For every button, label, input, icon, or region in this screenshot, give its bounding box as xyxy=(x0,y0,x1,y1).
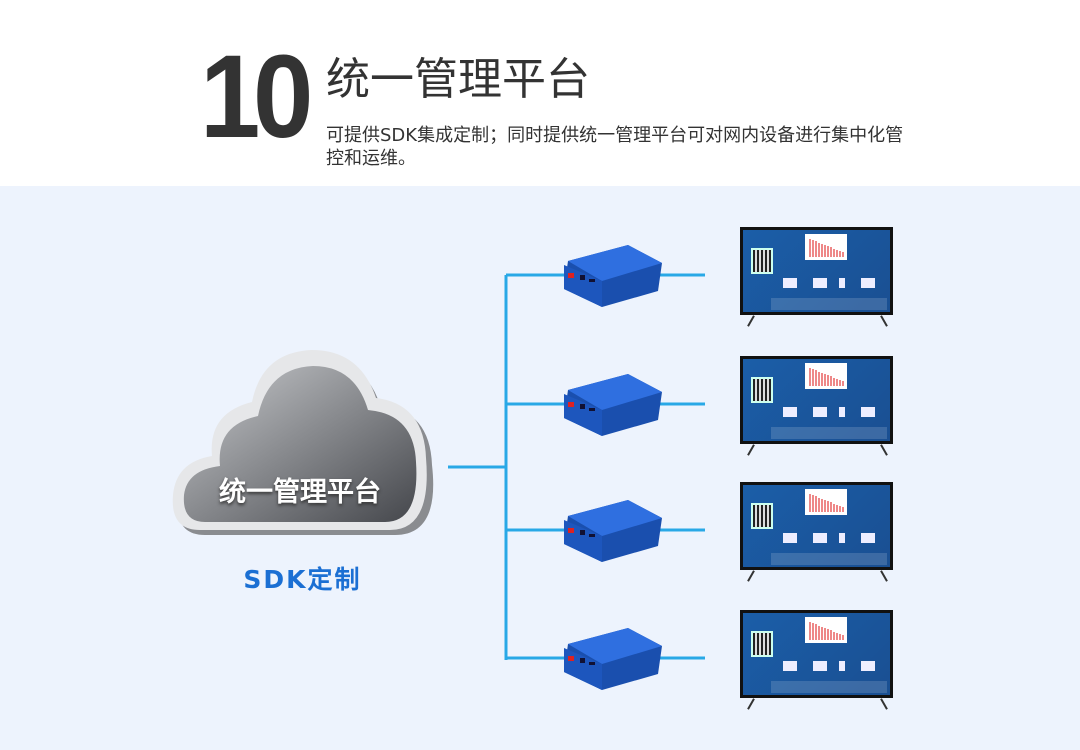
media-box-device xyxy=(558,370,666,440)
tv-screen xyxy=(740,610,893,698)
tv-screen xyxy=(740,227,893,315)
tv-screen xyxy=(740,482,893,570)
media-box-device xyxy=(558,241,666,311)
section-title: 统一管理平台 xyxy=(326,54,590,105)
cloud-icon xyxy=(172,350,434,535)
cloud-label: 统一管理平台 xyxy=(219,477,381,508)
tv-screen xyxy=(740,356,893,444)
tv-monitor xyxy=(740,482,900,582)
sdk-label: SDK定制 xyxy=(243,565,362,594)
media-box-device xyxy=(558,496,666,566)
media-box-device xyxy=(558,624,666,694)
section-number: 10 xyxy=(200,31,313,163)
diagram-area xyxy=(0,186,1080,750)
header: 10 统一管理平台 可提供SDK集成定制；同时提供统一管理平台可对网内设备进行集… xyxy=(0,0,1080,186)
tv-monitor xyxy=(740,227,900,327)
connection-lines xyxy=(448,273,705,660)
tv-monitor xyxy=(740,356,900,456)
section-description: 可提供SDK集成定制；同时提供统一管理平台可对网内设备进行集中化管控和运维。 xyxy=(326,125,904,169)
tv-monitor xyxy=(740,610,900,710)
